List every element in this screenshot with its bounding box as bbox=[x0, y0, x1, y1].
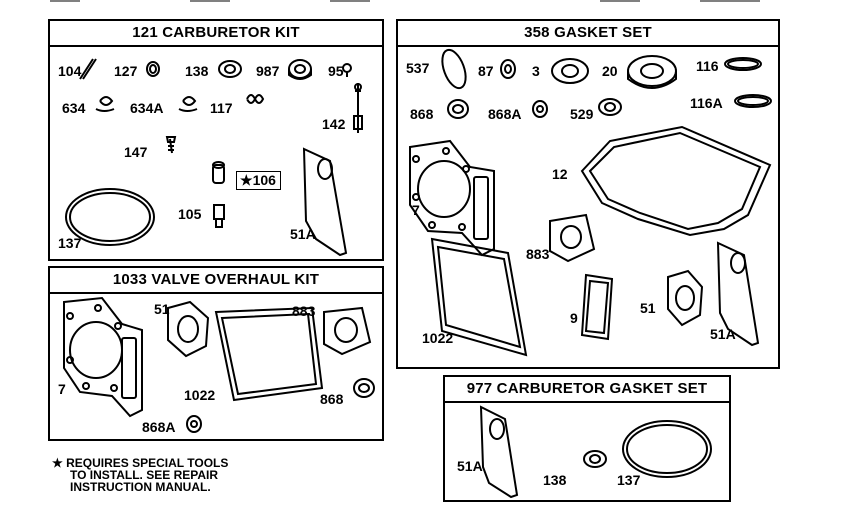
callout-51a: 51A bbox=[710, 326, 736, 342]
callout-529: 529 bbox=[570, 106, 594, 122]
callout-51: 51 bbox=[640, 300, 656, 316]
carburetor-kit-title: 121 CARBURETOR KIT bbox=[50, 21, 382, 47]
special-tools-note-line2: TO INSTALL. SEE REPAIR bbox=[70, 468, 219, 482]
callout-87: 87 bbox=[478, 63, 494, 79]
callout-116: 116 bbox=[696, 58, 719, 74]
callout-634a: 634A bbox=[130, 100, 164, 116]
callout-634: 634 bbox=[62, 100, 86, 116]
callout-117: 117 bbox=[210, 100, 233, 116]
callout-868a: 868A bbox=[488, 106, 522, 122]
top-edge-marks bbox=[50, 0, 760, 2]
gasket-set-parts bbox=[409, 48, 772, 357]
callout-116a: 116A bbox=[690, 95, 723, 111]
callout-127: 127 bbox=[114, 63, 138, 79]
callout-138: 138 bbox=[543, 472, 567, 488]
special-tools-note-line1: ★ REQUIRES SPECIAL TOOLS bbox=[52, 456, 229, 470]
special-tool-star-icon: ★ bbox=[52, 456, 63, 470]
callout-7: 7 bbox=[58, 381, 66, 397]
callout-987: 987 bbox=[256, 63, 280, 79]
callout-20: 20 bbox=[602, 63, 618, 79]
carburetor-kit-panel: 121 CARBURETOR KIT bbox=[48, 19, 384, 261]
callout-106-special-tool: ★106 bbox=[236, 171, 281, 190]
gasket-set-title: 358 GASKET SET bbox=[398, 21, 778, 47]
callout-3: 3 bbox=[532, 63, 540, 79]
special-tool-star-icon: ★ bbox=[240, 172, 253, 188]
callout-51: 51 bbox=[154, 301, 170, 317]
callout-95: 95 bbox=[328, 63, 344, 79]
carburetor-kit-parts bbox=[65, 58, 363, 257]
callout-105: 105 bbox=[178, 206, 202, 222]
carburetor-gasket-set-panel: 977 CARBURETOR GASKET SET 51A 138 137 bbox=[443, 375, 731, 502]
carburetor-gasket-set-title: 977 CARBURETOR GASKET SET bbox=[445, 377, 729, 403]
callout-106: 106 bbox=[252, 172, 276, 188]
valve-overhaul-kit-title: 1033 VALVE OVERHAUL KIT bbox=[50, 268, 382, 294]
callout-12: 12 bbox=[552, 166, 568, 182]
valve-overhaul-kit-panel: 1033 VALVE OVERHAUL KIT 7 51 883 1022 86… bbox=[48, 266, 384, 441]
callout-868a: 868A bbox=[142, 419, 176, 435]
callout-537: 537 bbox=[406, 60, 430, 76]
carburetor-gasket-set-parts bbox=[479, 405, 712, 499]
callout-51a: 51A bbox=[457, 458, 483, 474]
callout-1022: 1022 bbox=[422, 330, 454, 346]
callout-868: 868 bbox=[410, 106, 434, 122]
callout-51a: 51A bbox=[290, 226, 316, 242]
callout-7: 7 bbox=[412, 202, 420, 218]
callout-147: 147 bbox=[124, 144, 148, 160]
callout-137: 137 bbox=[58, 235, 82, 251]
callout-883: 883 bbox=[292, 303, 316, 319]
special-tools-note: ★ REQUIRES SPECIAL TOOLS TO INSTALL. SEE… bbox=[52, 457, 228, 493]
callout-868: 868 bbox=[320, 391, 344, 407]
callout-104: 104 bbox=[58, 63, 82, 79]
special-tools-note-line3: INSTRUCTION MANUAL. bbox=[70, 480, 211, 494]
gasket-set-panel: 358 GASKET SET bbox=[396, 19, 780, 369]
callout-883: 883 bbox=[526, 246, 550, 262]
callout-142: 142 bbox=[322, 116, 346, 132]
callout-138: 138 bbox=[185, 63, 209, 79]
callout-9: 9 bbox=[570, 310, 578, 326]
valve-overhaul-kit-parts bbox=[63, 296, 375, 433]
callout-137: 137 bbox=[617, 472, 641, 488]
callout-1022: 1022 bbox=[184, 387, 216, 403]
